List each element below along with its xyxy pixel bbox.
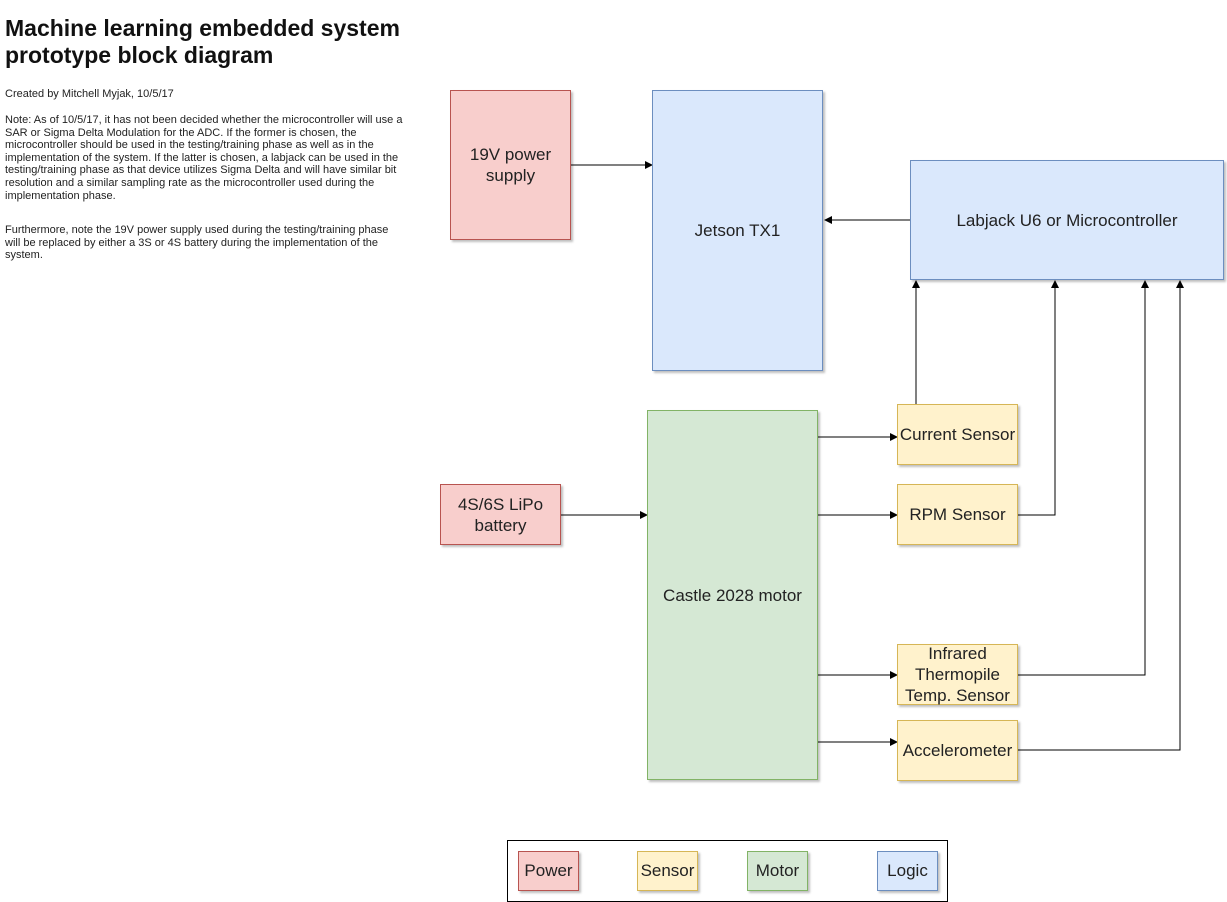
labjack-block: Labjack U6 or Microcontroller xyxy=(910,160,1224,280)
power-note: Furthermore, note the 19V power supply u… xyxy=(5,224,389,262)
adc-note: Note: As of 10/5/17, it has not been dec… xyxy=(5,114,403,202)
legend: Power Sensor Motor Logic xyxy=(507,840,948,902)
arrow-ir-to-labjack xyxy=(1018,280,1149,676)
accelerometer-block: Accelerometer xyxy=(897,720,1018,781)
arrow-rpm-to-labjack xyxy=(1018,280,1059,516)
legend-motor: Motor xyxy=(747,851,808,891)
author-credit: Created by Mitchell Myjak, 10/5/17 xyxy=(5,88,174,100)
legend-sensor: Sensor xyxy=(637,851,698,891)
power-supply-block: 19V power supply xyxy=(450,90,571,240)
motor-block: Castle 2028 motor xyxy=(647,410,818,780)
arrow-accel-to-labjack xyxy=(1018,280,1184,751)
legend-power: Power xyxy=(518,851,579,891)
rpm-sensor-block: RPM Sensor xyxy=(897,484,1018,545)
diagram-title: Machine learning embedded system prototy… xyxy=(5,15,400,68)
jetson-block: Jetson TX1 xyxy=(652,90,823,371)
battery-block: 4S/6S LiPo battery xyxy=(440,484,561,545)
ir-sensor-block: Infrared Thermopile Temp. Sensor xyxy=(897,644,1018,705)
legend-logic: Logic xyxy=(877,851,938,891)
current-sensor-block: Current Sensor xyxy=(897,404,1018,465)
